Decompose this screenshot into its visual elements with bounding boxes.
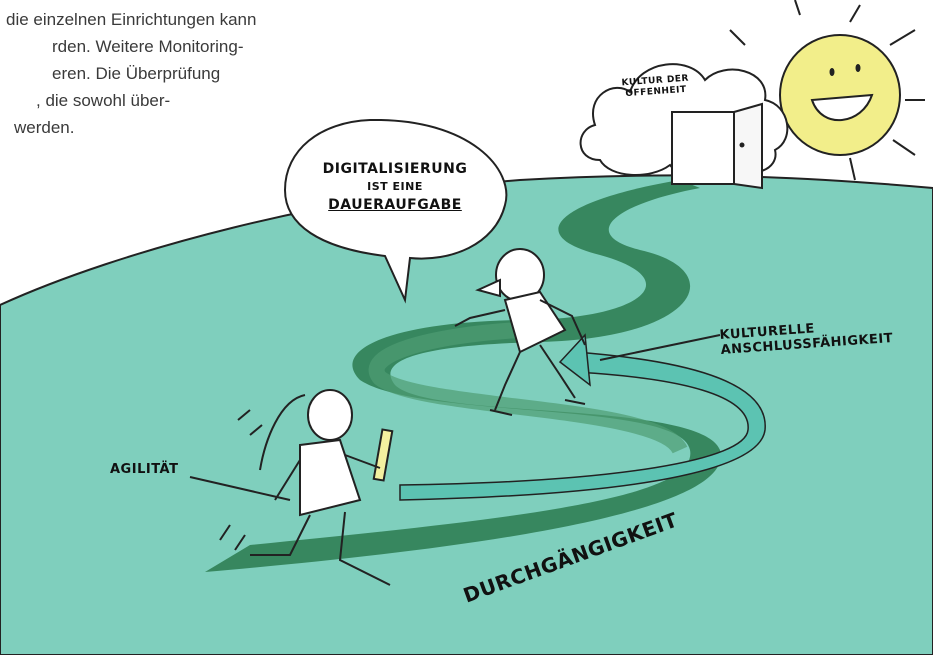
door-frame bbox=[671, 111, 735, 185]
sun bbox=[779, 34, 901, 156]
sun-face bbox=[829, 64, 861, 76]
bubble-line-2: IST EINE bbox=[367, 180, 423, 193]
bubble-line-1: DIGITALISIERUNG bbox=[322, 161, 468, 177]
sun-rays bbox=[729, 0, 925, 181]
speech-bubble bbox=[283, 118, 508, 304]
cloud-text: KULTUR DER OFFENHEIT bbox=[621, 74, 690, 101]
door-knob bbox=[739, 142, 745, 148]
body-text-line: werden. bbox=[14, 118, 75, 137]
green-hill bbox=[0, 174, 933, 655]
path-highlight bbox=[368, 322, 688, 455]
door-open bbox=[733, 102, 763, 190]
body-text-line: , die sowohl über- bbox=[36, 91, 171, 110]
motion-lines bbox=[219, 409, 263, 551]
man-figure bbox=[454, 248, 586, 416]
leader-line-agilitaet bbox=[189, 476, 291, 501]
arrow-head bbox=[558, 333, 591, 387]
bubble-line-3: DAUERAUFGABE bbox=[328, 197, 462, 213]
curved-arrow bbox=[399, 351, 766, 501]
label-agilitaet: AGILITÄT bbox=[110, 462, 179, 477]
leader-line-kulturelle bbox=[599, 334, 721, 361]
body-text-line: rden. Weitere Monitoring- bbox=[52, 37, 244, 56]
body-text: die einzelnen Einrichtungen kann rden. W… bbox=[0, 6, 335, 141]
sun-smile bbox=[810, 93, 874, 122]
body-text-line: die einzelnen Einrichtungen kann bbox=[6, 10, 257, 29]
speech-bubble-text: DIGITALISIERUNG IST EINE DAUERAUFGABE bbox=[300, 160, 490, 214]
body-text-line: eren. Die Überprüfung bbox=[52, 64, 221, 83]
woman-figure bbox=[250, 389, 394, 586]
